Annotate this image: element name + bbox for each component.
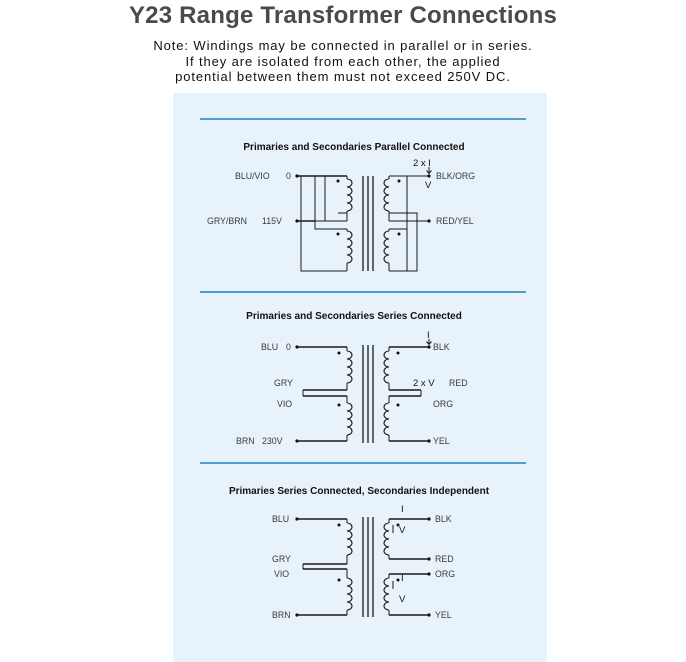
note-line-1: Note: Windings may be connected in paral…	[153, 38, 533, 53]
page-title: Y23 Range Transformer Connections	[128, 2, 558, 29]
label-voltage-top: V	[399, 525, 406, 536]
label-red-yel: RED/YEL	[436, 216, 474, 226]
label-gry-3: GRY	[272, 554, 291, 564]
diagram-series: Primaries and Secondaries Series Connect…	[236, 311, 468, 446]
label-vio-3: VIO	[274, 569, 289, 579]
label-red-3: RED	[435, 554, 454, 564]
diagram-independent-title: Primaries Series Connected, Secondaries …	[229, 486, 490, 497]
connection-diagrams: Primaries and Secondaries Parallel Conne…	[200, 118, 526, 620]
note-text: Note: Windings may be connected in paral…	[0, 38, 686, 85]
label-yel: YEL	[433, 436, 450, 446]
diagram-panel: Primaries and Secondaries Parallel Conne…	[173, 93, 547, 662]
label-blu-value: 0	[286, 342, 291, 352]
label-vio: VIO	[277, 399, 292, 409]
label-blk-org: BLK/ORG	[436, 171, 475, 181]
label-blu-vio: BLU/VIO	[235, 171, 270, 181]
label-voltage-2xv: 2 x V	[413, 378, 435, 389]
label-brn: BRN	[236, 436, 255, 446]
label-red: RED	[449, 378, 468, 388]
arrow-current-series-icon	[426, 339, 432, 346]
label-blk-3: BLK	[435, 514, 452, 524]
diagram-series-title: Primaries and Secondaries Series Connect…	[246, 311, 462, 322]
note-line-3: potential between them must not exceed 2…	[175, 69, 511, 84]
label-blu: BLU	[261, 342, 278, 352]
label-blu-3: BLU	[272, 514, 289, 524]
label-gry-brn: GRY/BRN	[207, 216, 247, 226]
label-org: ORG	[433, 399, 453, 409]
label-brn-3: BRN	[272, 610, 291, 620]
label-org-3: ORG	[435, 569, 455, 579]
label-gry-brn-value: 115V	[262, 216, 282, 226]
diagram-parallel: Primaries and Secondaries Parallel Conne…	[207, 142, 475, 272]
label-current-top: I	[401, 504, 404, 515]
label-voltage-bottom: V	[399, 594, 406, 605]
label-yel-3: YEL	[435, 610, 452, 620]
diagram-parallel-title: Primaries and Secondaries Parallel Conne…	[243, 142, 464, 153]
note-line-2: If they are isolated from each other, th…	[185, 53, 501, 69]
label-blu-vio-value: 0	[286, 171, 291, 181]
label-current-i: I	[427, 330, 430, 341]
arrow-current-icon	[426, 167, 432, 175]
label-gry: GRY	[274, 378, 293, 388]
label-current-2xi: 2 x I	[413, 158, 431, 169]
diagram-independent: Primaries Series Connected, Secondaries …	[229, 486, 490, 620]
label-current-bottom: I	[401, 573, 404, 584]
label-blk: BLK	[433, 342, 450, 352]
label-voltage-v: V	[425, 180, 432, 191]
label-brn-value: 230V	[262, 436, 283, 446]
